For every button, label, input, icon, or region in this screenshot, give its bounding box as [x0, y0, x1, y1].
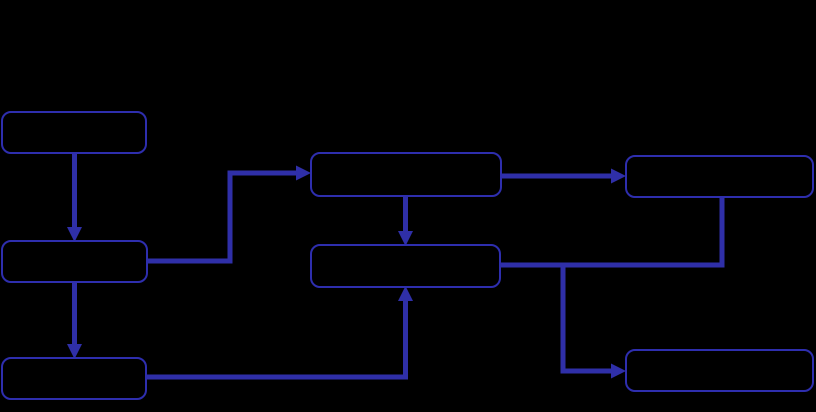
edge-n2-to-n4 — [147, 165, 311, 264]
arrowhead-icon — [296, 165, 311, 181]
node-n2[interactable] — [1, 240, 148, 283]
edge-n6-to-n5 — [500, 197, 725, 268]
edge-line — [500, 197, 725, 268]
node-n4-box[interactable] — [310, 152, 502, 197]
arrowhead-icon — [67, 227, 82, 242]
edge-n4-to-n6 — [501, 168, 626, 184]
node-n7[interactable] — [625, 349, 814, 392]
edge-line — [147, 170, 300, 264]
edge-line — [500, 262, 615, 374]
node-n6-box[interactable] — [625, 155, 814, 198]
edge-n1-to-n2 — [67, 153, 82, 242]
node-n1-box[interactable] — [1, 111, 147, 154]
edge-n5-to-n7 — [500, 262, 626, 379]
edge-n2-to-n3 — [67, 282, 82, 359]
edge-line — [146, 297, 408, 380]
node-n3-box[interactable] — [1, 357, 147, 400]
node-n1[interactable] — [1, 111, 147, 154]
edge-n3-to-n5 — [146, 286, 413, 380]
node-n7-box[interactable] — [625, 349, 814, 392]
node-n4[interactable] — [310, 152, 502, 197]
arrowhead-icon — [611, 363, 626, 379]
arrowhead-icon — [398, 286, 413, 301]
edge-n4-to-n5 — [398, 196, 413, 246]
arrowhead-icon — [611, 168, 626, 184]
arrowhead-icon — [67, 344, 82, 359]
node-n6[interactable] — [625, 155, 814, 198]
node-n5[interactable] — [310, 244, 501, 288]
node-n2-box[interactable] — [1, 240, 148, 283]
node-n5-box[interactable] — [310, 244, 501, 288]
node-n3[interactable] — [1, 357, 147, 400]
arrowhead-icon — [398, 231, 413, 246]
